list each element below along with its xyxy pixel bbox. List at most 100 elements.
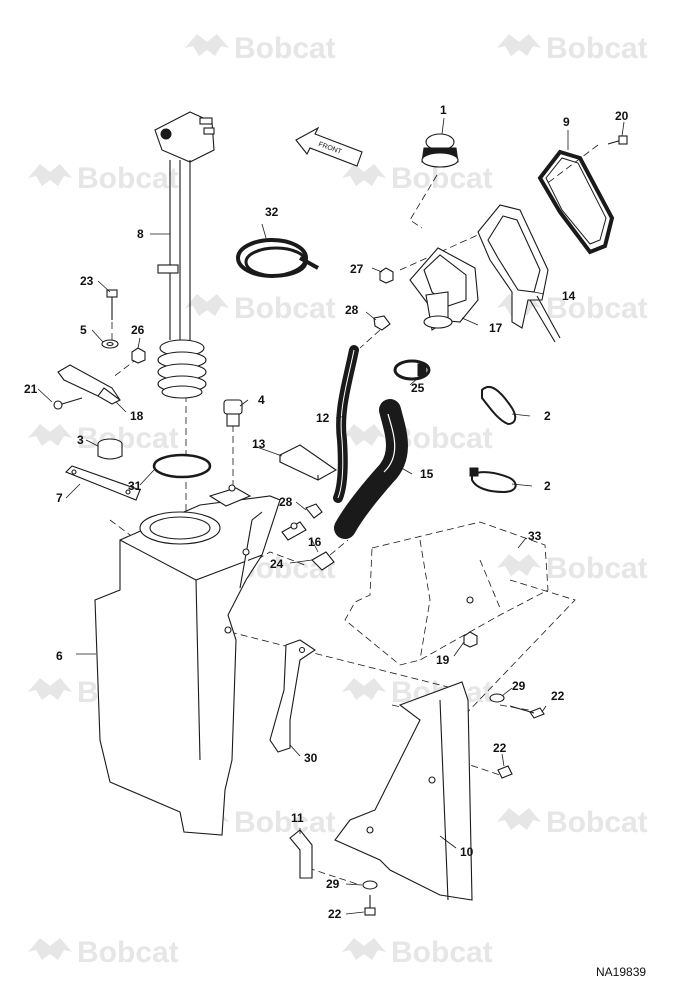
washer-part-5 — [101, 339, 119, 349]
watermark-text: Bobcat — [546, 552, 648, 585]
front-direction-arrow: FRONT — [295, 126, 363, 167]
bolt-part-22-upper — [509, 705, 545, 719]
callout-11: 11 — [291, 811, 304, 825]
hose-clamp-part-25 — [393, 359, 431, 381]
gasket-part-9 — [537, 149, 615, 255]
callout-28-upper: 28 — [345, 303, 359, 317]
callout-3: 3 — [77, 433, 84, 447]
callout-31: 31 — [128, 479, 142, 493]
watermark-logo: Bobcat — [185, 32, 336, 65]
callout-25: 25 — [411, 381, 425, 395]
watermark-logo: Bobcat — [342, 422, 493, 455]
clip-part-28-lower — [305, 503, 323, 519]
fitting-part-16 — [281, 521, 307, 541]
watermark-text: Bobcat — [546, 292, 648, 325]
shield-part-10 — [334, 681, 473, 901]
watermark-logo: Bobcat — [342, 936, 493, 969]
watermark-logo: Bobcat — [28, 162, 179, 195]
watermark-logo: Bobcat — [185, 292, 336, 325]
nut-part-26 — [131, 347, 146, 364]
callout-10: 10 — [460, 845, 474, 859]
isolator-part-3 — [97, 438, 123, 460]
callout-14: 14 — [562, 289, 576, 303]
callout-33: 33 — [528, 529, 542, 543]
watermark-logo: Bobcat — [28, 422, 179, 455]
watermark-text: Bobcat — [546, 806, 648, 839]
callout-28-lower: 28 — [279, 495, 293, 509]
watermark-text: Bobcat — [391, 936, 493, 969]
washer-part-29-lower — [362, 880, 378, 890]
callout-19: 19 — [436, 653, 450, 667]
bolt-part-22-middle — [497, 765, 513, 779]
callout-23: 23 — [80, 274, 94, 288]
callout-29-upper: 29 — [512, 679, 526, 693]
callout-22-middle: 22 — [493, 741, 507, 755]
watermark-text: Bobcat — [77, 936, 179, 969]
bolt-part-22-lower — [364, 895, 376, 916]
watermark-logo: Bobcat — [497, 552, 648, 585]
callout-32: 32 — [265, 205, 279, 219]
watermark-logo: Bobcat — [497, 806, 648, 839]
watermark-text: Bobcat — [77, 422, 179, 455]
watermark-text: Bobcat — [234, 292, 336, 325]
callout-15: 15 — [420, 467, 434, 481]
o-ring-part-31 — [152, 453, 212, 479]
clamp-part-2-upper — [481, 385, 517, 426]
watermark-text: Bobcat — [77, 162, 179, 195]
callout-29-lower: 29 — [326, 877, 340, 891]
plate-part-13 — [279, 444, 338, 481]
screw-part-20 — [607, 135, 628, 145]
strap-part-30 — [269, 639, 316, 753]
callout-18: 18 — [130, 409, 144, 423]
callout-6: 6 — [56, 649, 63, 663]
watermark-logo: Bobcat — [497, 32, 648, 65]
callout-20: 20 — [615, 109, 629, 123]
watermark-text: Bobcat — [234, 806, 336, 839]
clip-part-28-upper — [373, 315, 391, 331]
callout-24: 24 — [270, 557, 284, 571]
fuel-cap-part-1 — [421, 133, 459, 168]
fill-hose-part-15 — [334, 399, 408, 539]
fuel-sender-part-8 — [154, 111, 215, 399]
drawing-number: NA19839 — [596, 965, 646, 979]
callout-17: 17 — [489, 321, 503, 335]
callout-30: 30 — [304, 751, 318, 765]
watermark-text: Bobcat — [391, 422, 493, 455]
valve-part-24 — [311, 551, 335, 571]
leader-lines — [37, 117, 625, 915]
guard-part-33 — [344, 521, 549, 666]
callout-12: 12 — [316, 411, 330, 425]
callout-7: 7 — [56, 491, 63, 505]
watermark-text: Bobcat — [546, 32, 648, 65]
callout-2-lower: 2 — [544, 479, 551, 493]
callout-labels: 1 9 20 8 32 27 28 14 17 23 5 26 21 18 4 … — [24, 103, 629, 921]
filler-neck-part-17 — [409, 247, 479, 331]
bolt-part-21 — [53, 397, 83, 410]
callout-1: 1 — [440, 103, 447, 117]
fuel-tank-part-6 — [94, 484, 281, 836]
callout-2-upper: 2 — [544, 409, 551, 423]
callout-27: 27 — [350, 262, 364, 276]
watermark-logo: Bobcat — [342, 162, 493, 195]
washer-part-29-upper — [489, 693, 505, 703]
watermark-logo: Bobcat — [28, 936, 179, 969]
callout-26: 26 — [131, 323, 145, 337]
callout-21: 21 — [24, 382, 38, 396]
filler-bracket-part-14 — [477, 204, 561, 343]
bolt-part-23 — [106, 289, 118, 320]
callout-22-lower: 22 — [328, 907, 342, 921]
callout-16: 16 — [308, 535, 322, 549]
vent-hose-part-12 — [333, 345, 359, 503]
nut-part-19 — [463, 631, 478, 648]
strap-part-7 — [65, 465, 141, 501]
hose-coil-part-32 — [236, 238, 319, 278]
sensor-part-4 — [223, 399, 243, 427]
callout-5: 5 — [80, 323, 87, 337]
watermark-text: Bobcat — [234, 32, 336, 65]
callout-4: 4 — [258, 393, 265, 407]
callout-8: 8 — [137, 227, 144, 241]
callout-13: 13 — [252, 437, 266, 451]
clamp-part-2-lower — [469, 467, 517, 494]
